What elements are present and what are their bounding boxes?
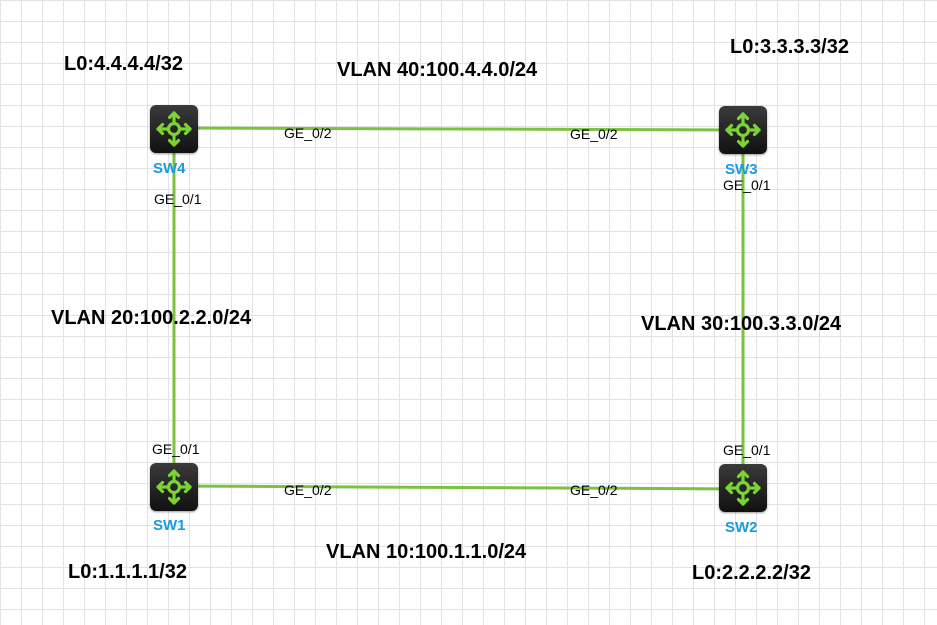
- port-sw4-ge01: GE_0/1: [154, 191, 202, 207]
- vlan-label-10: VLAN 10:100.1.1.0/24: [326, 541, 527, 563]
- vlan-label-20: VLAN 20:100.2.2.0/24: [51, 307, 252, 329]
- switch-label-sw3: SW3: [725, 161, 758, 178]
- switch-label-sw2: SW2: [725, 519, 758, 536]
- switch-sw4[interactable]: [150, 105, 198, 153]
- loopback-sw1: L0:1.1.1.1/32: [68, 561, 187, 583]
- link-sw1-sw2[interactable]: [173, 484, 744, 491]
- switch-sw1[interactable]: [150, 463, 198, 511]
- port-sw3-ge01: GE_0/1: [723, 177, 771, 193]
- vlan-label-40: VLAN 40:100.4.4.0/24: [337, 59, 538, 81]
- switch-label-sw1: SW1: [153, 517, 186, 534]
- port-sw1-ge01: GE_0/1: [152, 441, 200, 457]
- switch-icon: [725, 470, 761, 506]
- switch-label-sw4: SW4: [153, 160, 186, 177]
- loopback-sw4: L0:4.4.4.4/32: [64, 53, 183, 75]
- switch-sw3[interactable]: [719, 106, 767, 154]
- switch-icon: [725, 112, 761, 148]
- port-sw1-ge02: GE_0/2: [284, 482, 332, 498]
- switch-icon: [156, 469, 192, 505]
- switch-sw2[interactable]: [719, 464, 767, 512]
- port-sw2-ge01: GE_0/1: [723, 442, 771, 458]
- loopback-sw2: L0:2.2.2.2/32: [692, 562, 811, 584]
- switch-icon: [156, 111, 192, 147]
- link-sw4-sw3[interactable]: [173, 126, 744, 132]
- port-sw4-ge02: GE_0/2: [284, 125, 332, 141]
- port-sw2-ge02: GE_0/2: [570, 482, 618, 498]
- vlan-label-30: VLAN 30:100.3.3.0/24: [641, 313, 842, 335]
- loopback-sw3: L0:3.3.3.3/32: [730, 36, 849, 58]
- port-sw3-ge02: GE_0/2: [570, 126, 618, 142]
